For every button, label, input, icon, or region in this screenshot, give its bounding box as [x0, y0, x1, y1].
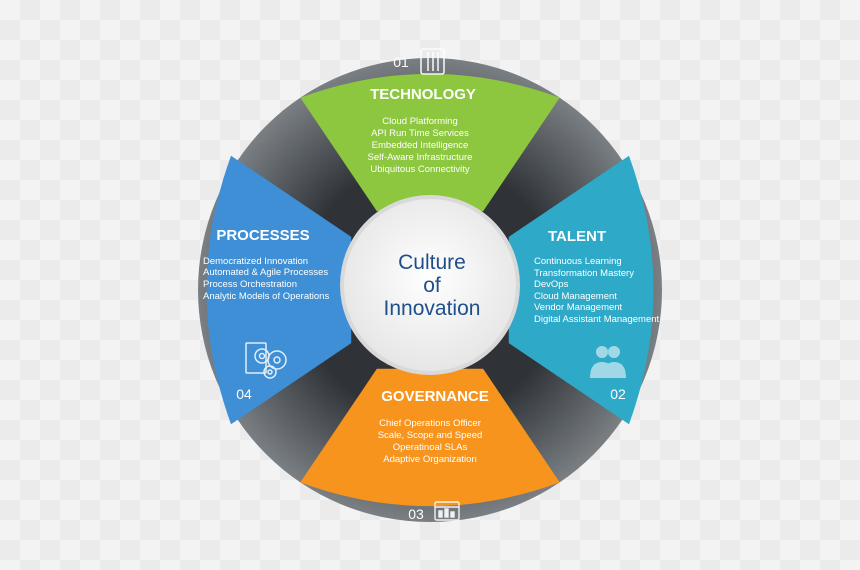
talent-item: DevOps — [534, 279, 569, 290]
talent-title: TALENT — [548, 228, 606, 245]
technology-item: API Run Time Services — [371, 128, 469, 139]
governance-title: GOVERNANCE — [381, 388, 489, 405]
segment-processes — [206, 155, 352, 425]
talent-item: Transformation Mastery — [534, 268, 634, 279]
center-line-2: of — [423, 274, 441, 297]
governance-item: Scale, Scope and Speed — [378, 430, 483, 441]
technology-item: Cloud Platforming — [382, 116, 458, 127]
processes-item: Automated & Agile Processes — [203, 267, 328, 278]
talent-item: Vendor Management — [534, 302, 623, 313]
segment-technology — [300, 73, 560, 212]
processes-item: Analytic Models of Operations — [203, 291, 329, 302]
segment-talent — [508, 155, 654, 425]
technology-item: Self-Aware Infrastructure — [368, 152, 473, 163]
talent-item: Continuous Learning — [534, 256, 622, 267]
talent-number: 02 — [610, 386, 626, 402]
technology-item: Ubiquitous Connectivity — [370, 164, 470, 175]
processes-title: PROCESSES — [216, 227, 309, 244]
gears-icon — [245, 342, 287, 379]
governance-item: Operatinoal SLAs — [393, 442, 468, 453]
processes-item: Process Orchestration — [203, 279, 297, 290]
people-icon — [590, 346, 626, 378]
governance-item: Adaptive Organization — [383, 454, 476, 465]
technology-item: Embedded Intelligence — [372, 140, 469, 151]
dashboard-icon — [434, 501, 460, 521]
technology-number: 01 — [393, 54, 409, 70]
server-icon — [420, 48, 445, 75]
talent-item: Cloud Management — [534, 291, 617, 302]
governance-item: Chief Operations Officer — [379, 418, 481, 429]
talent-item: Digital Assistant Management — [534, 314, 660, 325]
processes-item: Democratized Innovation — [203, 256, 308, 267]
governance-number: 03 — [408, 506, 424, 522]
processes-number: 04 — [236, 386, 252, 402]
center-line-3: Innovation — [384, 297, 481, 320]
center-circle-inner — [344, 199, 516, 371]
technology-title: TECHNOLOGY — [370, 86, 476, 103]
center-line-1: Culture — [398, 251, 466, 274]
segment-governance — [300, 368, 560, 507]
